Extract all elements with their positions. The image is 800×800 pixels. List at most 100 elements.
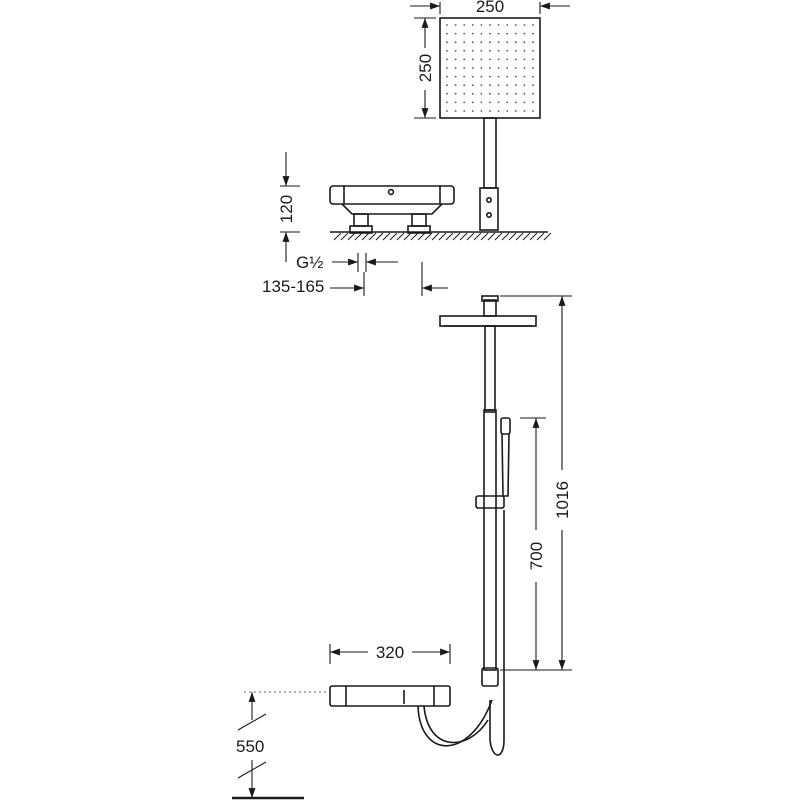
nozzle-dot bbox=[480, 84, 483, 87]
centers-label: 135-165 bbox=[262, 277, 324, 296]
nozzle-dot bbox=[480, 58, 483, 61]
nozzle-dot bbox=[446, 41, 448, 44]
mixer-width-dimension: 320 bbox=[329, 643, 451, 664]
nozzle-dot bbox=[523, 58, 526, 61]
nozzle-dot bbox=[454, 32, 457, 35]
hatch-line bbox=[445, 232, 454, 241]
nozzle-dot bbox=[532, 92, 534, 95]
nozzle-dot bbox=[463, 67, 466, 69]
hatch-line bbox=[431, 232, 440, 241]
nozzle-dot bbox=[523, 101, 526, 104]
nozzle-dot bbox=[446, 67, 448, 69]
nozzle-dot bbox=[514, 24, 517, 26]
column-height-label: 1016 bbox=[553, 481, 572, 519]
nozzle-dot bbox=[497, 101, 500, 104]
rail-length-label: 700 bbox=[527, 542, 546, 570]
floor-height-dimension: 550 bbox=[232, 691, 326, 800]
nozzle-dot bbox=[489, 58, 491, 61]
nozzle-dot bbox=[463, 49, 466, 52]
nozzle-dot bbox=[506, 41, 509, 44]
shower-head-nozzles bbox=[446, 24, 534, 112]
head-height-label: 250 bbox=[416, 54, 435, 82]
nozzle-dot bbox=[532, 58, 534, 61]
hatch-line bbox=[347, 232, 356, 241]
nozzle-dot bbox=[497, 58, 500, 61]
nozzle-dot bbox=[506, 24, 509, 26]
nozzle-dot bbox=[471, 32, 474, 35]
nozzle-dot bbox=[480, 101, 483, 104]
hatch-line bbox=[529, 232, 538, 241]
nozzle-dot bbox=[497, 84, 500, 87]
hatch-line bbox=[389, 232, 398, 241]
nozzle-dot bbox=[489, 110, 491, 112]
shower-column-front-view bbox=[329, 295, 537, 756]
nozzle-dot bbox=[532, 101, 534, 104]
shower-head-plan-view bbox=[439, 17, 541, 231]
nozzle-dot bbox=[523, 67, 526, 69]
nozzle-dot bbox=[506, 75, 509, 78]
nozzle-dot bbox=[506, 110, 509, 112]
hatch-line bbox=[543, 232, 552, 241]
nozzle-dot bbox=[471, 92, 474, 95]
nozzle-dot bbox=[532, 75, 534, 78]
nozzle-dot bbox=[532, 41, 534, 44]
nozzle-dot bbox=[463, 41, 466, 44]
hatch-line bbox=[410, 232, 419, 241]
nozzle-dot bbox=[471, 24, 474, 26]
wall-line bbox=[330, 231, 552, 241]
nozzle-dot bbox=[454, 101, 457, 104]
nozzle-dot bbox=[454, 92, 457, 95]
hatch-line bbox=[438, 232, 447, 241]
nozzle-dot bbox=[506, 101, 509, 104]
nozzle-dot bbox=[480, 32, 483, 35]
nozzle-dot bbox=[454, 67, 457, 69]
nozzle-dot bbox=[454, 84, 457, 87]
nozzle-dot bbox=[497, 75, 500, 78]
nozzle-dot bbox=[514, 67, 517, 69]
centers-dimension: 135-165 bbox=[262, 262, 448, 296]
nozzle-dot bbox=[497, 67, 500, 69]
nozzle-dot bbox=[489, 75, 491, 78]
nozzle-dot bbox=[532, 49, 534, 52]
wall-hatching bbox=[333, 232, 552, 241]
nozzle-dot bbox=[532, 32, 534, 35]
hatch-line bbox=[522, 232, 531, 241]
mixer-plan-view bbox=[329, 185, 455, 234]
nozzle-dot bbox=[489, 41, 491, 44]
nozzle-dot bbox=[446, 49, 448, 52]
nozzle-dot bbox=[454, 49, 457, 52]
nozzle-dot bbox=[471, 67, 474, 69]
nozzle-dot bbox=[480, 110, 483, 112]
hatch-line bbox=[536, 232, 545, 241]
nozzle-dot bbox=[497, 110, 500, 112]
nozzle-dot bbox=[514, 101, 517, 104]
nozzle-dot bbox=[489, 92, 491, 95]
nozzle-dot bbox=[446, 58, 448, 61]
hatch-line bbox=[501, 232, 510, 241]
nozzle-dot bbox=[506, 67, 509, 69]
hatch-line bbox=[403, 232, 412, 241]
nozzle-dot bbox=[454, 24, 457, 26]
nozzle-dot bbox=[523, 75, 526, 78]
hatch-line bbox=[459, 232, 468, 241]
nozzle-dot bbox=[489, 49, 491, 52]
hatch-line bbox=[340, 232, 349, 241]
hatch-line bbox=[361, 232, 370, 241]
nozzle-dot bbox=[532, 67, 534, 69]
nozzle-dot bbox=[514, 58, 517, 61]
hatch-line bbox=[396, 232, 405, 241]
nozzle-dot bbox=[480, 67, 483, 69]
nozzle-dot bbox=[463, 75, 466, 78]
hatch-line bbox=[375, 232, 384, 241]
nozzle-dot bbox=[523, 24, 526, 26]
nozzle-dot bbox=[506, 58, 509, 61]
hatch-line bbox=[515, 232, 524, 241]
nozzle-dot bbox=[446, 24, 448, 26]
nozzle-dot bbox=[514, 110, 517, 112]
nozzle-dot bbox=[463, 84, 466, 87]
head-width-label: 250 bbox=[476, 0, 504, 16]
nozzle-dot bbox=[532, 24, 534, 26]
nozzle-dot bbox=[463, 24, 466, 26]
nozzle-dot bbox=[471, 49, 474, 52]
